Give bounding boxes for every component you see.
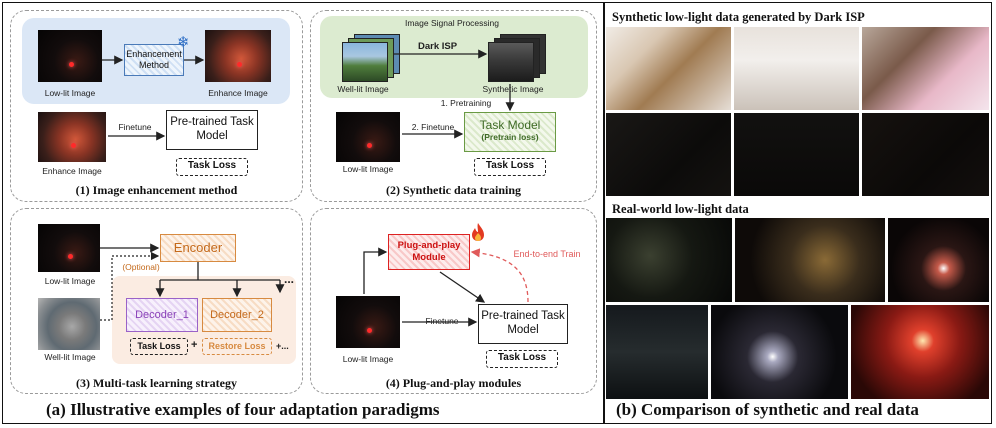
plug-and-play-module-box: Plug-and-play Module bbox=[388, 234, 470, 270]
dark-isp-label: Dark ISP bbox=[418, 41, 458, 52]
snowflake-icon: ❄ bbox=[177, 33, 190, 51]
arrow-welllit-to-encoder bbox=[100, 251, 160, 321]
finetune-label-4: Finetune bbox=[425, 316, 459, 326]
finetune-label-2: 2. Finetune bbox=[411, 122, 455, 132]
panel2-caption: (2) Synthetic data training bbox=[386, 183, 521, 197]
plus-sign: + bbox=[191, 339, 198, 351]
decoder1-box: Decoder_1 bbox=[126, 298, 198, 332]
enhance-image-input-label: Enhance Image bbox=[42, 166, 102, 176]
pretrained-model-box-1: Pre-trained Task Model bbox=[166, 110, 258, 150]
synthetic-dark-2 bbox=[734, 113, 859, 196]
real-dark-1 bbox=[606, 218, 732, 302]
pretraining-label: 1. Pretraining bbox=[440, 98, 492, 108]
panel-synthetic-training bbox=[310, 10, 597, 202]
task-loss-box-3: Task Loss bbox=[130, 338, 188, 355]
low-lit-image-thumb-4 bbox=[336, 296, 400, 348]
real-world-title: Real-world low-light data bbox=[612, 202, 749, 216]
fire-icon bbox=[472, 223, 484, 241]
synthetic-dark-3 bbox=[862, 113, 989, 196]
decoder2-box: Decoder_2 bbox=[202, 298, 272, 332]
pretrain-loss-label: (Pretrain loss) bbox=[481, 132, 539, 142]
isp-title: Image Signal Processing bbox=[404, 18, 500, 28]
low-lit-image-thumb bbox=[38, 30, 102, 82]
arrow-layer bbox=[100, 49, 529, 327]
low-lit-label: Low-lit Image bbox=[44, 88, 96, 98]
panel-image-enhancement bbox=[10, 10, 303, 202]
restore-loss-box: Restore Loss bbox=[202, 338, 272, 355]
arrow-lowlit-to-module bbox=[363, 247, 388, 294]
real-dark-4 bbox=[606, 305, 708, 399]
real-dark-5 bbox=[711, 305, 848, 399]
caption-a: (a) Illustrative examples of four adapta… bbox=[46, 400, 440, 419]
task-loss-box-1: Task Loss bbox=[176, 158, 248, 176]
well-lit-label: Well-lit Image bbox=[337, 84, 389, 94]
panel1-caption: (1) Image enhancement method bbox=[75, 183, 238, 197]
figure-divider bbox=[603, 2, 605, 424]
synthetic-label: Synthetic Image bbox=[482, 84, 544, 94]
well-lit-label-3: Well-lit Image bbox=[44, 352, 96, 362]
synthetic-image-thumb bbox=[488, 42, 534, 82]
synthetic-dark-1 bbox=[606, 113, 731, 196]
enhancement-method-box: Enhancement Method bbox=[124, 44, 184, 76]
low-lit-image-thumb-3 bbox=[38, 224, 100, 272]
synthetic-bright-3 bbox=[862, 27, 989, 110]
enhanced-image-thumb bbox=[205, 30, 271, 82]
synthetic-bright-2 bbox=[734, 27, 859, 110]
low-lit-label-2: Low-lit Image bbox=[342, 164, 394, 174]
panel-multitask bbox=[10, 208, 303, 394]
task-model-box: Task Model (Pretrain loss) bbox=[464, 112, 556, 152]
ellipsis-right: ... bbox=[284, 272, 295, 286]
optional-label: (Optional) bbox=[122, 262, 160, 272]
task-loss-box-2: Task Loss bbox=[474, 158, 546, 176]
finetune-label-1: Finetune bbox=[118, 122, 152, 132]
task-loss-box-4: Task Loss bbox=[486, 350, 558, 368]
enhance-image-label: Enhance Image bbox=[208, 88, 268, 98]
low-lit-label-3: Low-lit Image bbox=[44, 276, 96, 286]
arrow-module-to-model bbox=[439, 271, 486, 303]
panel3-caption: (3) Multi-task learning strategy bbox=[76, 376, 237, 390]
encoder-box: Encoder bbox=[160, 234, 236, 262]
enhanced-input-thumb bbox=[38, 112, 106, 162]
panel4-caption: (4) Plug-and-play modules bbox=[385, 376, 522, 390]
low-lit-label-4: Low-lit Image bbox=[342, 354, 394, 364]
end-to-end-label: End-to-end Train bbox=[513, 249, 581, 259]
real-dark-6 bbox=[851, 305, 989, 399]
pretrained-model-box-4: Pre-trained Task Model bbox=[478, 304, 568, 344]
low-lit-image-thumb-2 bbox=[336, 112, 400, 162]
well-lit-image-thumb bbox=[342, 42, 388, 82]
motorcycle-image-thumb bbox=[38, 298, 100, 350]
arrow-end-to-end bbox=[470, 248, 529, 303]
real-dark-2 bbox=[735, 218, 885, 302]
panel-plug-and-play bbox=[310, 208, 597, 394]
real-dark-3 bbox=[888, 218, 989, 302]
synthetic-bright-1 bbox=[606, 27, 731, 110]
caption-b: (b) Comparison of synthetic and real dat… bbox=[616, 400, 919, 419]
task-model-label: Task Model bbox=[479, 118, 541, 132]
plus-ellipsis: +... bbox=[276, 341, 289, 351]
synthetic-title: Synthetic low-light data generated by Da… bbox=[612, 10, 865, 24]
